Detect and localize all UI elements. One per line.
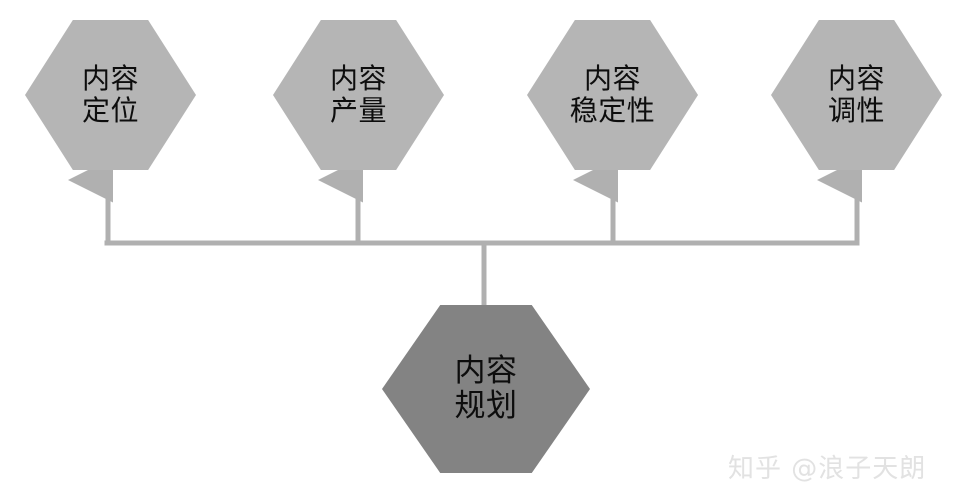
node-label-line1: 内容 <box>583 62 641 96</box>
node-content-tonality[interactable]: 内容 调性 <box>771 20 942 170</box>
watermark: 知乎 @浪子天朗 <box>728 454 927 484</box>
node-label: 内容 稳定性 <box>570 63 656 127</box>
node-label: 内容 调性 <box>828 63 885 127</box>
node-label: 内容 规划 <box>454 352 518 425</box>
node-content-planning[interactable]: 内容 规划 <box>382 305 590 473</box>
node-label-line2: 规划 <box>454 388 518 424</box>
node-content-positioning[interactable]: 内容 定位 <box>25 20 196 170</box>
node-label: 内容 定位 <box>82 63 139 127</box>
connector-group <box>68 157 862 308</box>
node-label-line1: 内容 <box>454 352 518 389</box>
node-content-output[interactable]: 内容 产量 <box>273 20 444 170</box>
node-label-line1: 内容 <box>81 62 139 96</box>
node-content-stability[interactable]: 内容 稳定性 <box>527 20 698 170</box>
node-label-line2: 产量 <box>329 94 387 127</box>
node-label-line1: 内容 <box>827 62 885 96</box>
node-label: 内容 产量 <box>330 63 387 127</box>
node-label-line2: 定位 <box>81 94 139 127</box>
node-label-line1: 内容 <box>329 62 387 96</box>
node-label-line2: 稳定性 <box>569 94 656 127</box>
node-label-line2: 调性 <box>827 94 885 127</box>
